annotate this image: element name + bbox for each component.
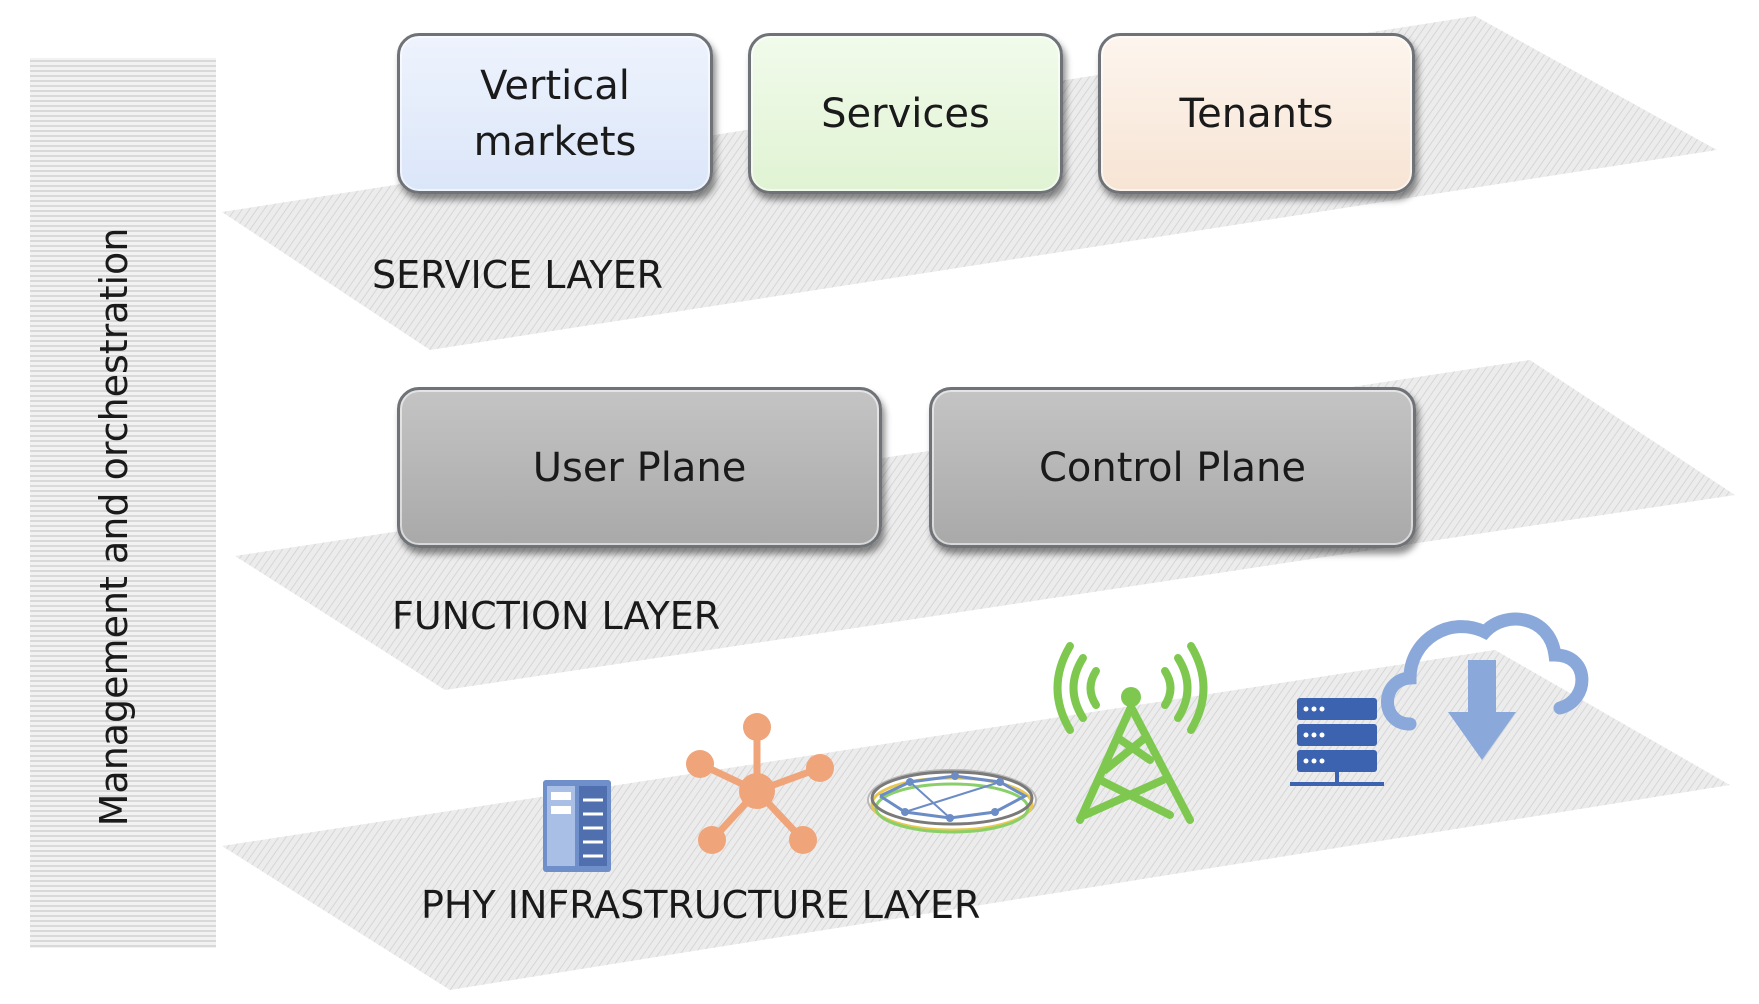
- cloud-download-icon: [1381, 612, 1589, 760]
- cell-tower-icon: [1053, 642, 1208, 824]
- network-hub-icon: [686, 713, 834, 854]
- service-layer-label: SERVICE LAYER: [372, 253, 663, 297]
- function-layer-label: FUNCTION LAYER: [392, 594, 721, 638]
- control-plane-box: Control Plane: [929, 387, 1416, 548]
- ring-network-icon: [867, 769, 1037, 834]
- server-rack-icon: [543, 780, 611, 872]
- services-box: Services: [748, 33, 1063, 194]
- phy-infrastructure-layer-label: PHY INFRASTRUCTURE LAYER: [421, 883, 981, 927]
- management-orchestration-label: Management and orchestration: [92, 227, 136, 827]
- vertical-markets-box: Vertical markets: [397, 33, 713, 194]
- management-bar: [30, 58, 216, 948]
- server-stack-icon: [1290, 698, 1384, 786]
- tenants-box: Tenants: [1098, 33, 1415, 194]
- user-plane-box: User Plane: [397, 387, 882, 548]
